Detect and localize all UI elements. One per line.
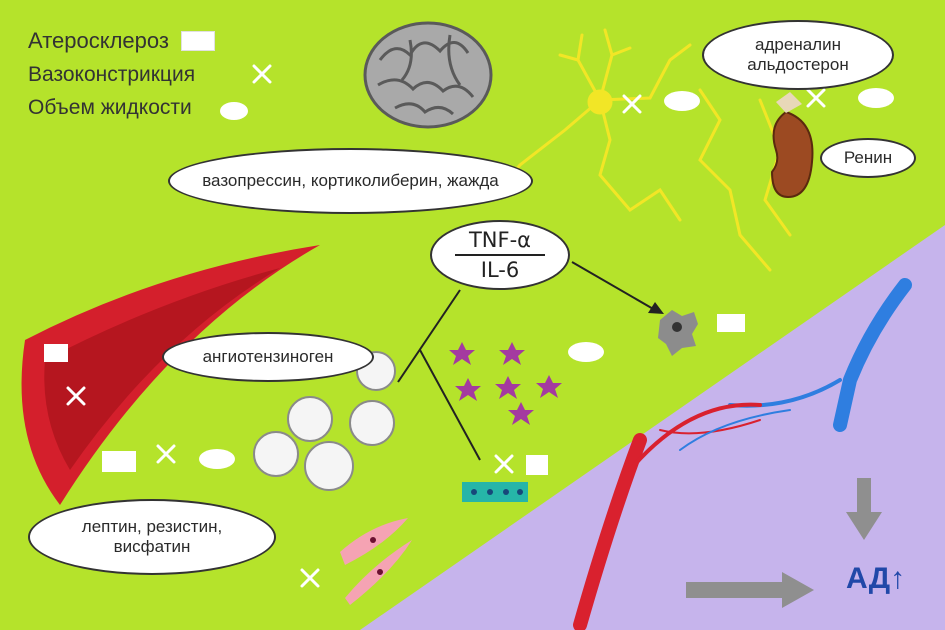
bubble-adrenaline: адреналин альдостерон bbox=[702, 20, 894, 90]
bubble-angiotensinogen: ангиотензиноген bbox=[162, 332, 374, 382]
bubble-leptin: лептин, резистин, висфатин bbox=[28, 499, 276, 575]
legend-item-atherosclerosis: Атеросклероз bbox=[28, 28, 215, 54]
il6-label: IL-6 bbox=[480, 258, 520, 282]
brain-icon bbox=[363, 21, 493, 129]
arrowhead-icon bbox=[648, 302, 664, 314]
cytokine-stars bbox=[449, 342, 562, 425]
legend-label: Атеросклероз bbox=[28, 28, 169, 53]
bubble-tnf: TNF-α IL-6 bbox=[430, 220, 570, 290]
legend-item-fluid-volume: Объем жидкости bbox=[28, 96, 215, 120]
white-square-icon bbox=[180, 31, 215, 51]
legend-item-vasoconstriction: Вазоконстрикция bbox=[28, 63, 215, 87]
up-arrow-icon: ↑ bbox=[890, 562, 906, 595]
blood-vessel-wall bbox=[21, 245, 321, 505]
bubble-text: Ренин bbox=[843, 148, 893, 168]
blood-pressure-result: АД↑ bbox=[846, 562, 905, 596]
tnf-label: TNF-α bbox=[468, 227, 532, 252]
bubble-text: вазопрессин, кортиколиберин, жажда bbox=[202, 171, 499, 191]
smooth-muscle-cells bbox=[340, 518, 412, 605]
bubble-vasopressin: вазопрессин, кортиколиберин, жажда bbox=[168, 148, 533, 214]
gray-arrows bbox=[686, 478, 882, 608]
legend: Атеросклероз Вазоконстрикция Объем жидко… bbox=[28, 28, 215, 129]
bubble-text: адреналин альдостерон bbox=[747, 35, 849, 74]
legend-label: Вазоконстрикция bbox=[28, 63, 196, 86]
bubble-renin: Ренин bbox=[820, 138, 916, 178]
scattered-markers bbox=[44, 64, 894, 588]
legend-label: Объем жидкости bbox=[28, 96, 192, 119]
nerve-cell-icon bbox=[488, 28, 792, 272]
connector-lines bbox=[397, 261, 656, 461]
macrophage-icon bbox=[658, 310, 698, 356]
bubble-text: ангиотензиноген bbox=[202, 347, 334, 367]
purple-zone bbox=[360, 225, 945, 630]
result-label: АД bbox=[846, 562, 891, 595]
capillary-network bbox=[573, 278, 912, 630]
endothelial-cells bbox=[462, 482, 528, 502]
bubble-text: лептин, резистин, висфатин bbox=[81, 517, 223, 556]
kidney-icon bbox=[770, 92, 814, 199]
